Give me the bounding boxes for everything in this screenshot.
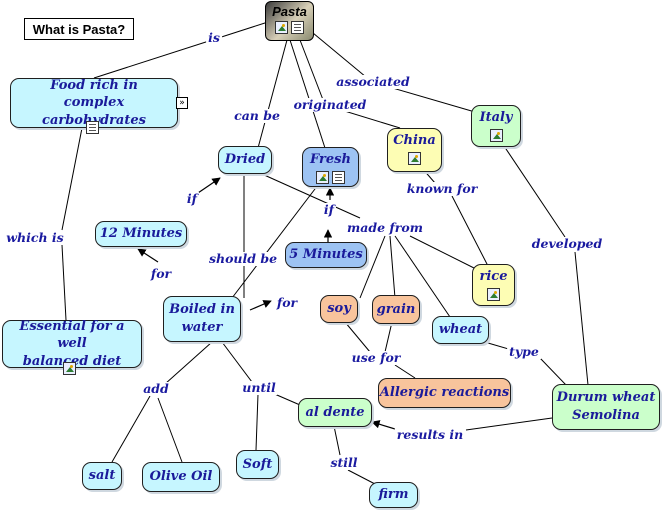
link-label-is: is (206, 30, 222, 45)
link-label-if-fresh: if (321, 202, 337, 217)
node-al-dente[interactable]: al dente (298, 398, 372, 427)
link-label-which-is: which is (4, 230, 66, 245)
link-label-results-in: results in (394, 427, 466, 442)
link-label-can-be: can be (232, 108, 282, 123)
document-icon[interactable] (86, 121, 99, 134)
node-durum-line2: Semolina (572, 408, 640, 423)
node-essential-line2: balanced diet (22, 353, 122, 369)
node-olive-oil[interactable]: Olive Oil (142, 462, 220, 492)
link-label-made-from: made from (345, 220, 425, 235)
node-wheat-label: wheat (438, 322, 483, 338)
node-salt[interactable]: salt (82, 462, 122, 490)
node-essential-line1: Essential for a well (19, 318, 125, 352)
node-firm-label: firm (378, 487, 409, 503)
node-pasta-icons (275, 21, 304, 34)
image-icon[interactable] (316, 170, 329, 184)
node-boiled[interactable]: Boiled in water (163, 296, 241, 342)
node-salt-label: salt (88, 468, 116, 484)
node-12-minutes-label: 12 Minutes (99, 226, 183, 242)
node-grain[interactable]: grain (372, 295, 420, 324)
node-soy[interactable]: soy (320, 295, 358, 323)
node-pasta-label: Pasta (272, 4, 307, 19)
link-label-still: still (328, 455, 360, 470)
node-italy-label: Italy (479, 110, 513, 125)
link-label-until: until (240, 380, 278, 395)
link-label-developed: developed (529, 236, 605, 251)
node-china-label: China (393, 133, 436, 148)
node-dried[interactable]: Dried (218, 146, 272, 174)
node-italy-icons (489, 128, 503, 142)
image-icon[interactable] (487, 287, 500, 301)
image-icon[interactable] (408, 151, 421, 165)
image-icon[interactable] (275, 21, 288, 34)
link-label-originated: originated (291, 97, 369, 112)
node-firm[interactable]: firm (369, 482, 418, 508)
node-allergic-reactions[interactable]: Allergic reactions (378, 378, 511, 408)
map-title: What is Pasta? (24, 18, 134, 40)
document-icon[interactable] (332, 170, 345, 184)
link-label-use-for: use for (349, 350, 403, 365)
node-italy[interactable]: Italy (471, 105, 521, 147)
image-icon[interactable] (489, 128, 503, 142)
node-olive-label: Olive Oil (149, 469, 213, 485)
node-5-minutes-label: 5 Minutes (289, 247, 363, 263)
link-label-for-12: for (148, 266, 174, 281)
node-allergic-label: Allergic reactions (379, 385, 510, 401)
link-label-if-dried: if (184, 191, 200, 206)
link-label-known-for: known for (404, 181, 480, 196)
node-fresh-icons (316, 170, 345, 184)
node-boiled-line1: Boiled in (169, 302, 235, 318)
node-rice-label: rice (479, 269, 508, 284)
link-label-for-5: for (274, 295, 300, 310)
node-soft[interactable]: Soft (236, 450, 279, 479)
document-icon[interactable] (291, 21, 304, 34)
node-china-icons (408, 151, 421, 165)
link-label-should-be: should be (206, 251, 280, 266)
node-food-line1: Food rich in (50, 77, 138, 93)
node-rice-icons (487, 287, 500, 301)
node-dried-label: Dried (224, 152, 266, 168)
node-fresh-label: Fresh (310, 152, 351, 167)
expand-icon[interactable]: » (176, 97, 188, 109)
link-label-add: add (141, 381, 171, 396)
node-pasta[interactable]: Pasta (265, 1, 314, 41)
node-boiled-line2: water (181, 320, 223, 335)
node-soy-label: soy (327, 301, 351, 317)
node-durum-line1: Durum wheat (556, 390, 656, 406)
node-soft-label: Soft (242, 456, 273, 472)
node-al-dente-label: al dente (305, 404, 365, 420)
node-grain-label: grain (376, 301, 416, 317)
node-essential[interactable]: Essential for a well balanced diet (2, 318, 142, 369)
node-rice[interactable]: rice (472, 264, 515, 306)
image-icon[interactable] (63, 362, 76, 375)
link-label-type: type (507, 344, 541, 359)
node-fresh[interactable]: Fresh (302, 147, 359, 187)
node-china[interactable]: China (387, 128, 442, 172)
node-5-minutes[interactable]: 5 Minutes (285, 242, 367, 268)
node-12-minutes[interactable]: 12 Minutes (95, 221, 187, 247)
link-label-associated: associated (334, 74, 412, 89)
node-food-line2: complex carbohydrates (42, 95, 146, 128)
node-durum[interactable]: Durum wheat Semolina (552, 384, 660, 430)
node-food-rich[interactable]: Food rich in complex carbohydrates (10, 78, 178, 128)
node-wheat[interactable]: wheat (432, 316, 489, 344)
